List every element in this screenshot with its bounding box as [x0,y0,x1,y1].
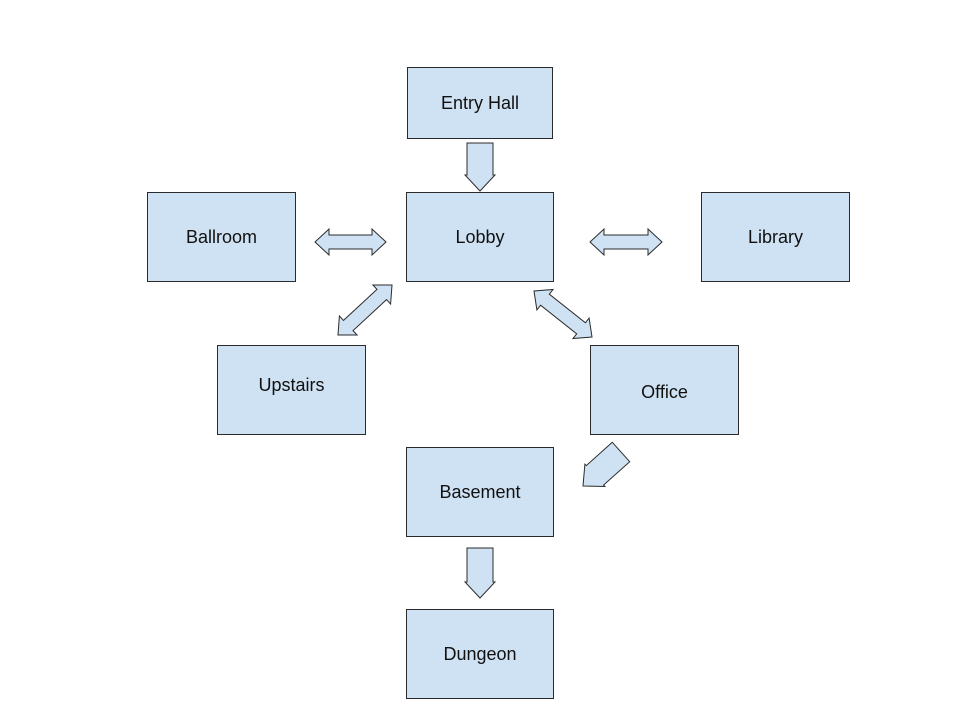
arrow-entry-hall-to-lobby [463,142,497,192]
node-dungeon: Dungeon [406,609,554,699]
node-upstairs: Upstairs [217,345,366,435]
node-office: Office [590,345,739,435]
arrow-office-to-basement [582,441,631,488]
arrow-basement-to-dungeon [463,547,497,599]
node-ballroom-label: Ballroom [185,226,258,247]
node-upstairs-label: Upstairs [258,374,325,395]
node-ballroom: Ballroom [147,192,296,282]
arrow-lobby-ballroom [314,227,387,257]
node-entry-hall: Entry Hall [407,67,553,139]
node-library-label: Library [747,226,804,247]
node-office-label: Office [641,381,688,402]
arrow-lobby-upstairs [337,284,393,336]
arrow-lobby-office [533,288,593,340]
arrow-lobby-library [589,227,663,257]
node-library: Library [701,192,850,282]
node-lobby: Lobby [406,192,554,282]
node-basement-label: Basement [439,481,521,502]
node-lobby-label: Lobby [455,226,505,247]
node-dungeon-label: Dungeon [443,643,517,664]
node-entry-hall-label: Entry Hall [440,92,520,113]
node-basement: Basement [406,447,554,537]
